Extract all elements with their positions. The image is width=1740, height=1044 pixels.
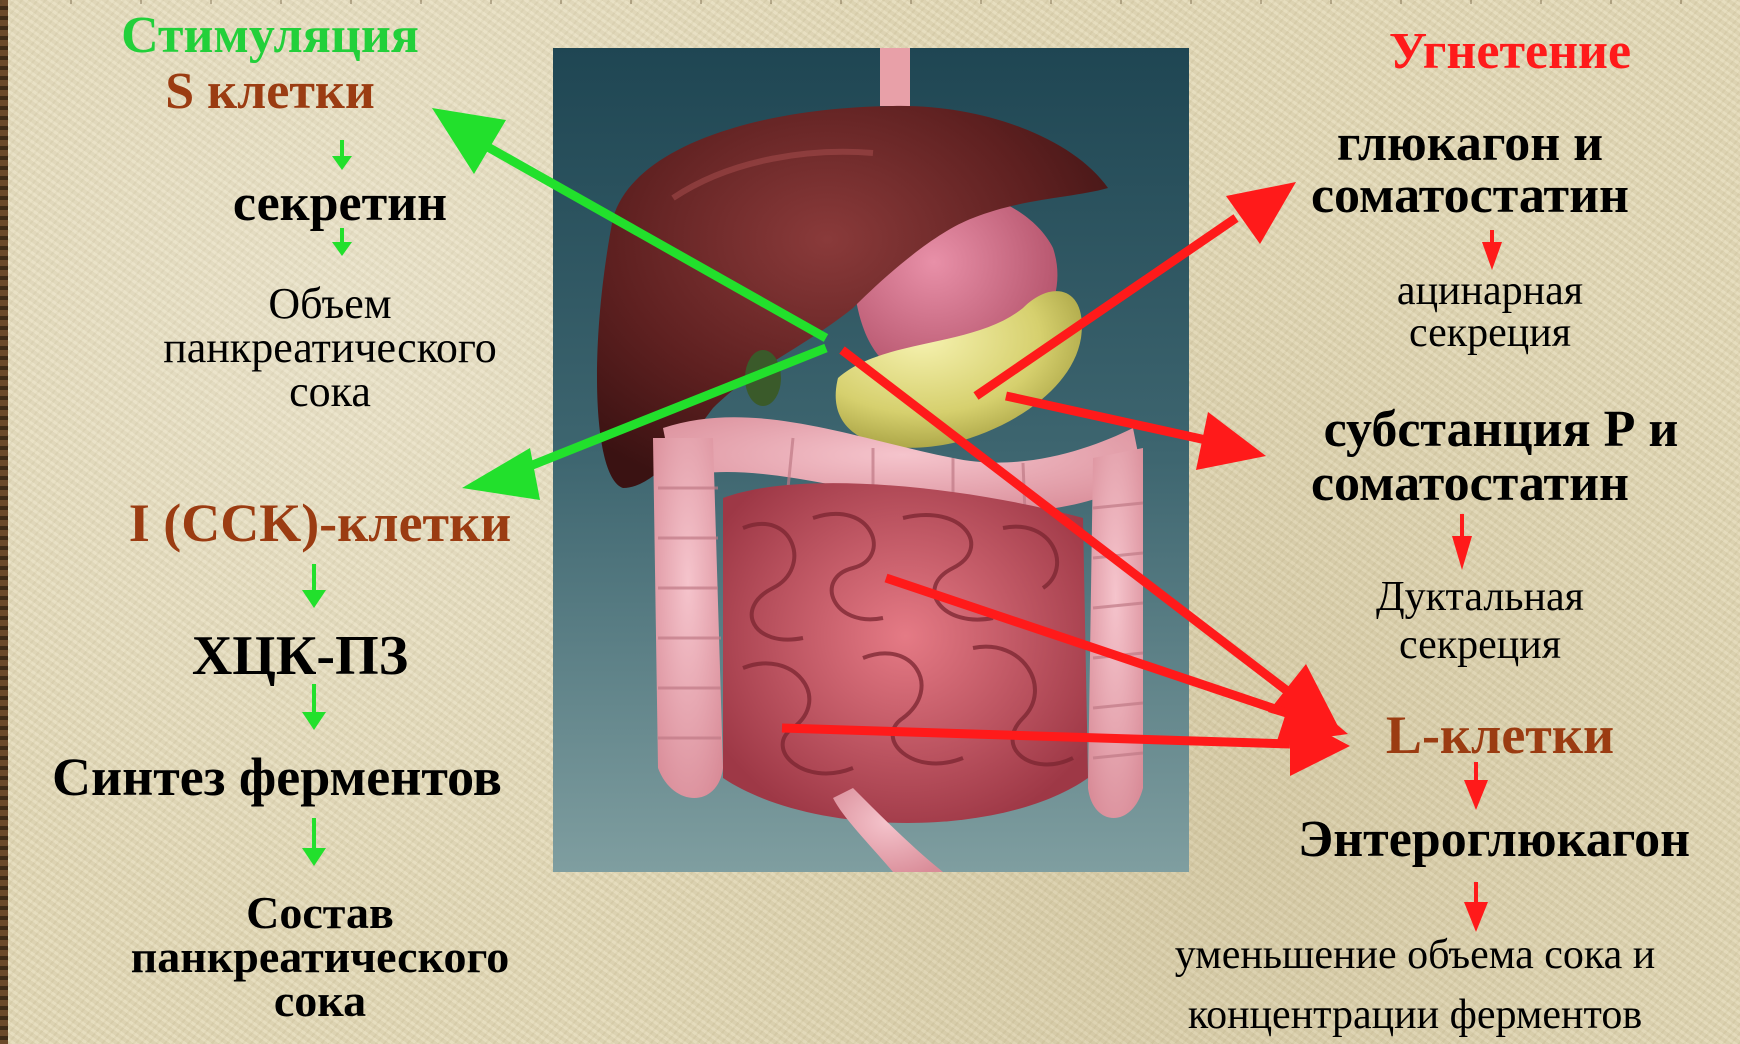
acinar-line-1: ацинарная: [1300, 270, 1680, 312]
composition-line-3: сока: [100, 978, 540, 1024]
enteroglucagon-label: Энтероглюкагон: [1252, 814, 1736, 866]
volume-line-2: панкреатического: [120, 326, 540, 370]
cck-label: ХЦК-ПЗ: [110, 628, 490, 684]
reduction-line-2: концентрации ферментов: [1100, 994, 1730, 1036]
volume-line-1: Объем: [120, 282, 540, 326]
glucagon-line-1: глюкагон и: [1240, 118, 1700, 170]
glucagon-line-2: соматостатин: [1240, 170, 1700, 222]
volume-line-3: сока: [120, 370, 540, 414]
reduction-line-1: уменьшение объема сока и: [1100, 934, 1730, 976]
composition-line-1: Состав: [100, 890, 540, 936]
composition-line-2: панкреатического: [100, 934, 540, 980]
inhibition-title: Угнетение: [1300, 26, 1720, 78]
digestive-organs-illustration: [553, 48, 1189, 872]
l-cells-label: L-клетки: [1320, 708, 1680, 762]
acinar-line-2: секреция: [1300, 312, 1680, 354]
secretin-label: секретин: [160, 178, 520, 230]
i-cells-label: I (CCK)-клетки: [40, 496, 600, 550]
substance-p-line-1: субстанция Р и: [1266, 404, 1736, 456]
enzyme-synthesis-label: Синтез ферментов: [4, 750, 550, 804]
ductal-line-2: секреция: [1280, 624, 1680, 666]
stimulation-title: Стимуляция: [80, 10, 460, 62]
s-cells-label: S клетки: [80, 66, 460, 118]
ductal-line-1: Дуктальная: [1280, 576, 1680, 618]
left-border-decoration: [0, 0, 8, 1044]
substance-p-line-2: соматостатин: [1240, 458, 1700, 510]
top-dotted-edge: [0, 0, 1740, 4]
